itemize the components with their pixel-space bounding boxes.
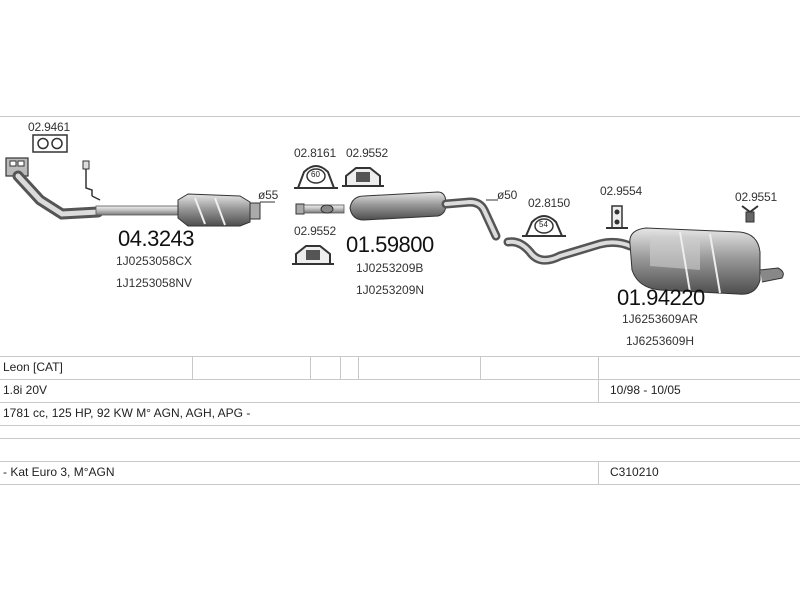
production-years: 10/98 - 10/05 [610, 383, 681, 397]
middle-silencer[interactable] [295, 191, 501, 241]
table-divider [598, 379, 599, 402]
table-divider [598, 461, 599, 484]
clamp-60-part-number: 02.8161 [294, 146, 336, 160]
clamp-54-part-number: 02.8150 [528, 196, 570, 210]
rear-silencer-oem-1: 1J6253609AR [622, 312, 699, 326]
table-line [0, 402, 800, 403]
rubber-hanger-icon[interactable] [292, 245, 334, 265]
gasket-icon[interactable] [32, 134, 68, 153]
rear-silencer-part-number[interactable]: 01.94220 [617, 285, 705, 310]
cat-part-number[interactable]: 04.3243 [118, 226, 195, 251]
ring-clamp-54-icon[interactable] [522, 215, 566, 237]
middle-silencer-part-number[interactable]: 01.59800 [346, 232, 434, 257]
table-line [0, 438, 800, 439]
cat-oem-number-2: 1J1253058NV [116, 276, 193, 290]
mount-part-number: 02.9554 [600, 184, 642, 198]
cat-oem-number-1: 1J0253058CX [116, 254, 193, 268]
middle-silencer-oem-1: 1J0253209B [356, 261, 424, 275]
vehicle-model: Leon [CAT] [3, 360, 63, 374]
exhaust-diagram [5, 134, 784, 295]
rubber-hanger-icon[interactable] [342, 167, 384, 187]
table-line [0, 461, 800, 462]
gasket-part-number: 02.9461 [28, 120, 70, 134]
catalytic-converter-front-pipe[interactable] [5, 157, 261, 227]
table-divider [310, 356, 311, 379]
middle-silencer-oem-2: 1J0253209N [356, 283, 425, 297]
pipe-diameter-55: ø55 [258, 188, 279, 202]
table-line [0, 425, 800, 426]
table-divider [598, 356, 599, 379]
rubber-mount-icon[interactable] [606, 205, 628, 229]
hanger-bottom-part-number: 02.9552 [294, 224, 336, 238]
engine-specs: 1781 cc, 125 HP, 92 KW M° AGN, AGH, APG … [3, 406, 251, 420]
table-divider [480, 356, 481, 379]
diagram-top-border [0, 116, 800, 117]
table-line [0, 484, 800, 485]
engine-type: 1.8i 20V [3, 383, 48, 397]
pipe-diameter-50: ø50 [497, 188, 518, 202]
table-divider [340, 356, 341, 379]
table-divider [358, 356, 359, 379]
catalog-code: C310210 [610, 465, 659, 479]
table-divider [192, 356, 193, 379]
table-line [0, 356, 800, 357]
bracket-hanger-icon[interactable] [741, 205, 759, 223]
emission-notes: - Kat Euro 3, M°AGN [3, 465, 115, 479]
rear-silencer-oem-2: 1J6253609H [626, 334, 695, 348]
ring-clamp-60-icon[interactable] [294, 165, 338, 189]
bracket-part-number: 02.9551 [735, 190, 777, 204]
rear-silencer[interactable] [503, 227, 784, 295]
clamp-54-size: 54 [539, 220, 548, 229]
hanger-top-part-number: 02.9552 [346, 146, 388, 160]
clamp-60-size: 60 [311, 170, 320, 179]
table-line [0, 379, 800, 380]
